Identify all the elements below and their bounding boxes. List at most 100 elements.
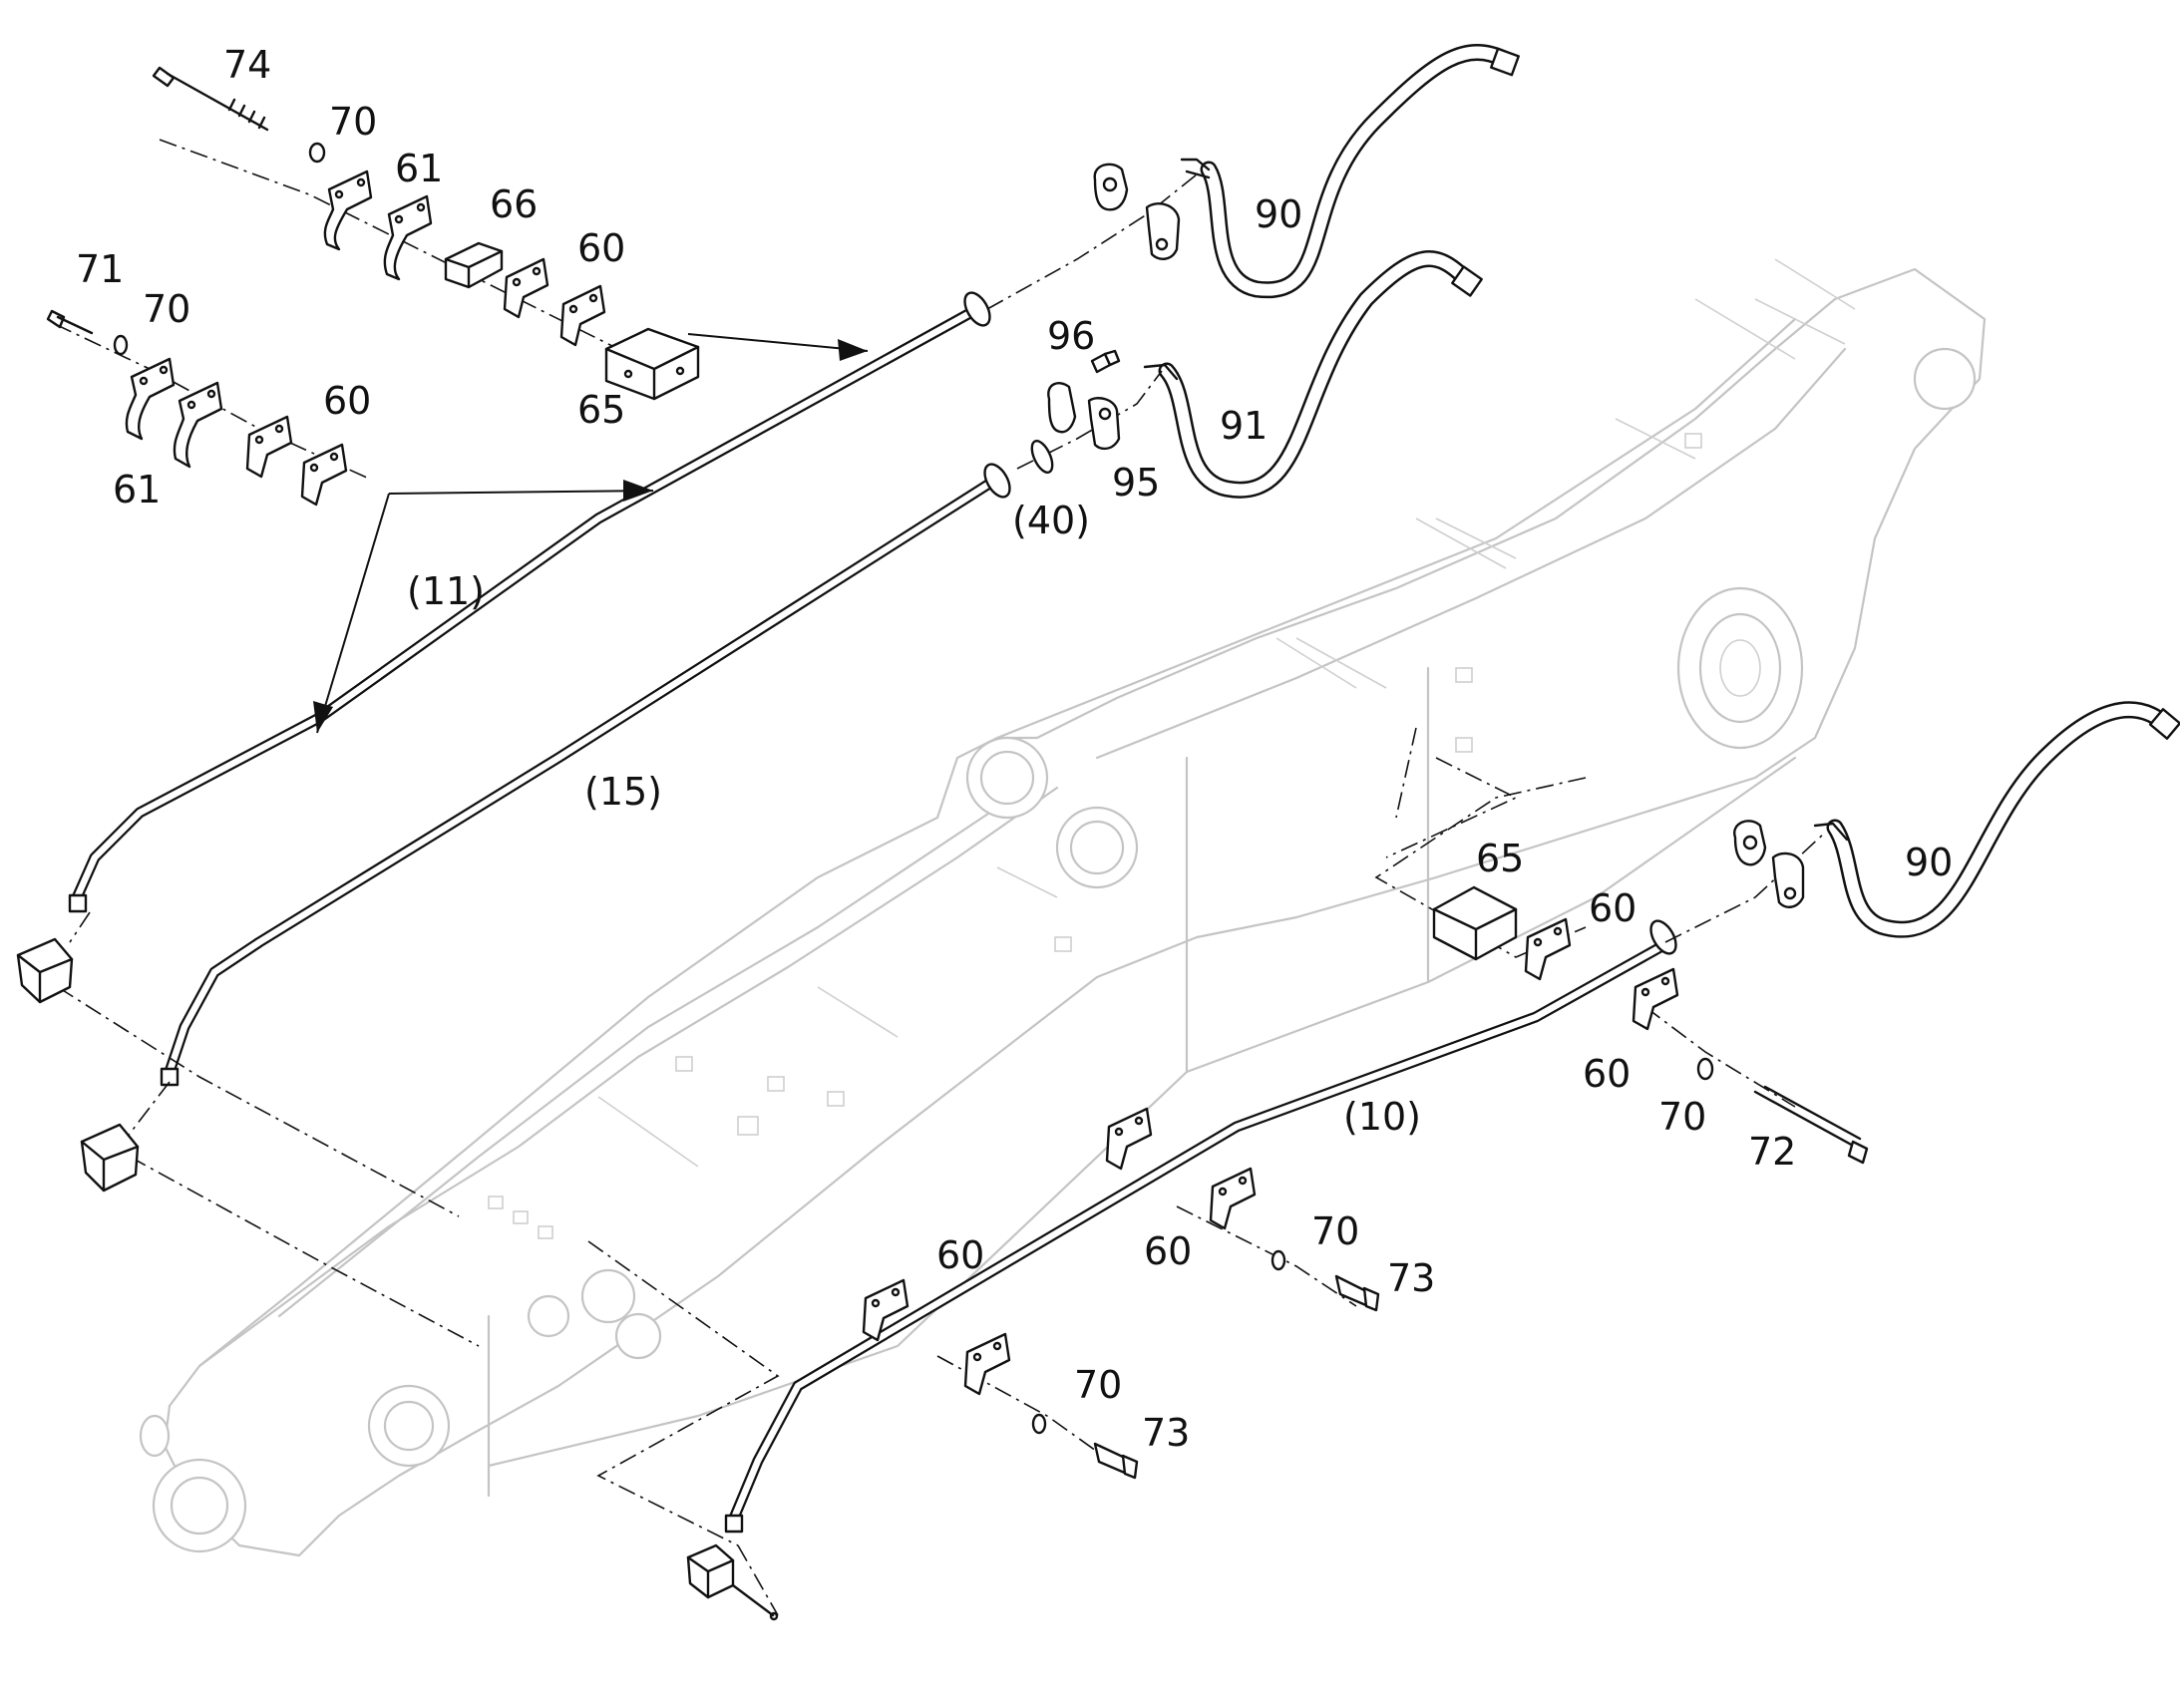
block-65-right-icon bbox=[1432, 885, 1518, 961]
saddle-block-15-icon bbox=[80, 1123, 140, 1193]
callout-60-top: 60 bbox=[577, 226, 625, 270]
saddle-block-11-icon bbox=[16, 937, 74, 1004]
flange-half-top-a-icon bbox=[1093, 163, 1129, 211]
side-port-1 bbox=[527, 1294, 570, 1338]
clamp-60-top-b-icon bbox=[559, 284, 606, 347]
clamp-61-top-icon bbox=[323, 170, 373, 251]
washer-70-lower1-icon bbox=[1271, 1249, 1286, 1271]
callout-70-left: 70 bbox=[143, 287, 190, 331]
hose-90-right-elbow bbox=[1813, 822, 1849, 842]
flange-half-top-b-icon bbox=[1145, 202, 1181, 260]
pipe-15-end-fitting bbox=[160, 1067, 180, 1087]
hose-90-top-elbow bbox=[1180, 158, 1211, 179]
o-ring-40-icon bbox=[1030, 440, 1054, 474]
saddle-block-10-icon bbox=[686, 1543, 779, 1621]
callout-60-lower-bot: 60 bbox=[1144, 1229, 1192, 1273]
hose-91-elbow bbox=[1143, 363, 1179, 381]
pipe-10 bbox=[724, 919, 1677, 1534]
hose-90-right-end bbox=[2148, 708, 2180, 740]
head-pin-boss bbox=[1913, 347, 1977, 411]
pipe-15 bbox=[160, 463, 1011, 1087]
block-65-top-icon bbox=[604, 327, 700, 401]
callout-60-lower-top: 60 bbox=[936, 1233, 984, 1277]
callout-10: (10) bbox=[1343, 1095, 1421, 1139]
callout-65-top: 65 bbox=[577, 388, 625, 432]
callout-15: (15) bbox=[584, 770, 662, 814]
callout-90-top: 90 bbox=[1255, 192, 1302, 236]
side-port-2 bbox=[580, 1268, 636, 1324]
nose-boss-2-inner bbox=[383, 1400, 435, 1452]
hose-91 bbox=[1143, 250, 1483, 499]
clamp-60-left-a-icon bbox=[245, 415, 293, 479]
callout-60-left: 60 bbox=[323, 379, 371, 423]
nose-boss-1-inner bbox=[170, 1476, 229, 1536]
nose-pin bbox=[139, 1414, 171, 1458]
flange-half-95-a-icon bbox=[1047, 382, 1077, 434]
bolt-73-lower2-icon bbox=[1093, 1442, 1139, 1480]
washer-70-top-icon bbox=[308, 142, 326, 164]
callout-72: 72 bbox=[1748, 1130, 1796, 1174]
boom-top-edge bbox=[197, 786, 1059, 1368]
foot-pin-boss-2-inner bbox=[1069, 820, 1125, 875]
clamp-60-mid-right-icon bbox=[1632, 967, 1679, 1031]
callout-61-left: 61 bbox=[113, 468, 161, 512]
bolt-71-icon bbox=[46, 309, 94, 335]
pipe-11 bbox=[68, 291, 991, 913]
clamp-61b-top-icon bbox=[383, 194, 433, 281]
washer-70-lower2-icon bbox=[1031, 1413, 1047, 1435]
callout-70-mid-right: 70 bbox=[1658, 1095, 1706, 1139]
hose-91-end bbox=[1451, 265, 1483, 297]
callout-61-top: 61 bbox=[395, 147, 443, 190]
callout-90-right: 90 bbox=[1905, 841, 1953, 884]
clamp-60-top-a-icon bbox=[503, 257, 549, 319]
clamp-61-left-a-icon bbox=[125, 357, 176, 441]
boom-top-edge-2 bbox=[277, 806, 999, 1318]
hose-90-top bbox=[1180, 44, 1520, 299]
hose-90-top-end bbox=[1490, 47, 1520, 77]
centerlines bbox=[54, 139, 1826, 1616]
clamp-60-lower-top-b-icon bbox=[1209, 1167, 1257, 1230]
washer-70-left-icon bbox=[113, 334, 129, 356]
cylinder-pin-boss-core bbox=[1719, 639, 1761, 697]
callout-66: 66 bbox=[490, 182, 538, 226]
callout-60-mid-right: 60 bbox=[1583, 1052, 1631, 1096]
clamp-60-lower-bot-b-icon bbox=[963, 1332, 1011, 1396]
clamp-60-lower-bot-a-icon bbox=[862, 1278, 909, 1342]
pipe-10-flange bbox=[1649, 919, 1677, 955]
callout-71: 71 bbox=[76, 247, 124, 291]
flange-half-right-a-icon bbox=[1733, 820, 1767, 866]
boom-upper-arm bbox=[995, 317, 1847, 760]
callout-73-lower2: 73 bbox=[1142, 1411, 1190, 1455]
callout-65-right: 65 bbox=[1476, 837, 1524, 880]
callout-labels: 74 70 61 66 60 71 70 60 61 65 90 96 91 9… bbox=[76, 43, 1953, 1455]
clamp-60-left-b-icon bbox=[300, 443, 348, 507]
callout-73-lower1: 73 bbox=[1387, 1256, 1435, 1300]
bolt-96-icon bbox=[1090, 349, 1121, 374]
mounting-pads bbox=[488, 433, 1702, 1239]
bolt-73-lower1-icon bbox=[1334, 1274, 1380, 1312]
callout-91: 91 bbox=[1220, 404, 1268, 448]
callout-11: (11) bbox=[407, 569, 485, 613]
bolt-72-icon bbox=[1753, 1085, 1869, 1165]
deck-stiffeners bbox=[1295, 258, 1856, 689]
hose-90-right bbox=[1813, 701, 2180, 938]
pipe-10-end-fitting bbox=[724, 1514, 744, 1534]
washer-70-mid-right-icon bbox=[1696, 1057, 1714, 1081]
callout-70-lower1: 70 bbox=[1311, 1209, 1359, 1253]
flange-half-95-b-icon bbox=[1087, 397, 1121, 451]
foot-pin-boss-1-inner bbox=[979, 750, 1035, 806]
callout-70-top: 70 bbox=[329, 100, 377, 144]
flange-half-right-b-icon bbox=[1771, 852, 1805, 908]
callout-96: 96 bbox=[1047, 314, 1095, 358]
clamp-60-right-a-icon bbox=[1524, 917, 1572, 981]
callout-95: 95 bbox=[1112, 461, 1160, 505]
side-port-3 bbox=[614, 1312, 662, 1360]
cylinder-pin-boss-inner bbox=[1698, 612, 1782, 724]
callout-74: 74 bbox=[223, 43, 271, 87]
spacer-66-icon bbox=[444, 241, 504, 289]
boom-outline bbox=[163, 267, 1987, 1557]
pipe-11-flange bbox=[963, 291, 991, 327]
clamp-60-lower-top-a-icon bbox=[1105, 1107, 1153, 1171]
